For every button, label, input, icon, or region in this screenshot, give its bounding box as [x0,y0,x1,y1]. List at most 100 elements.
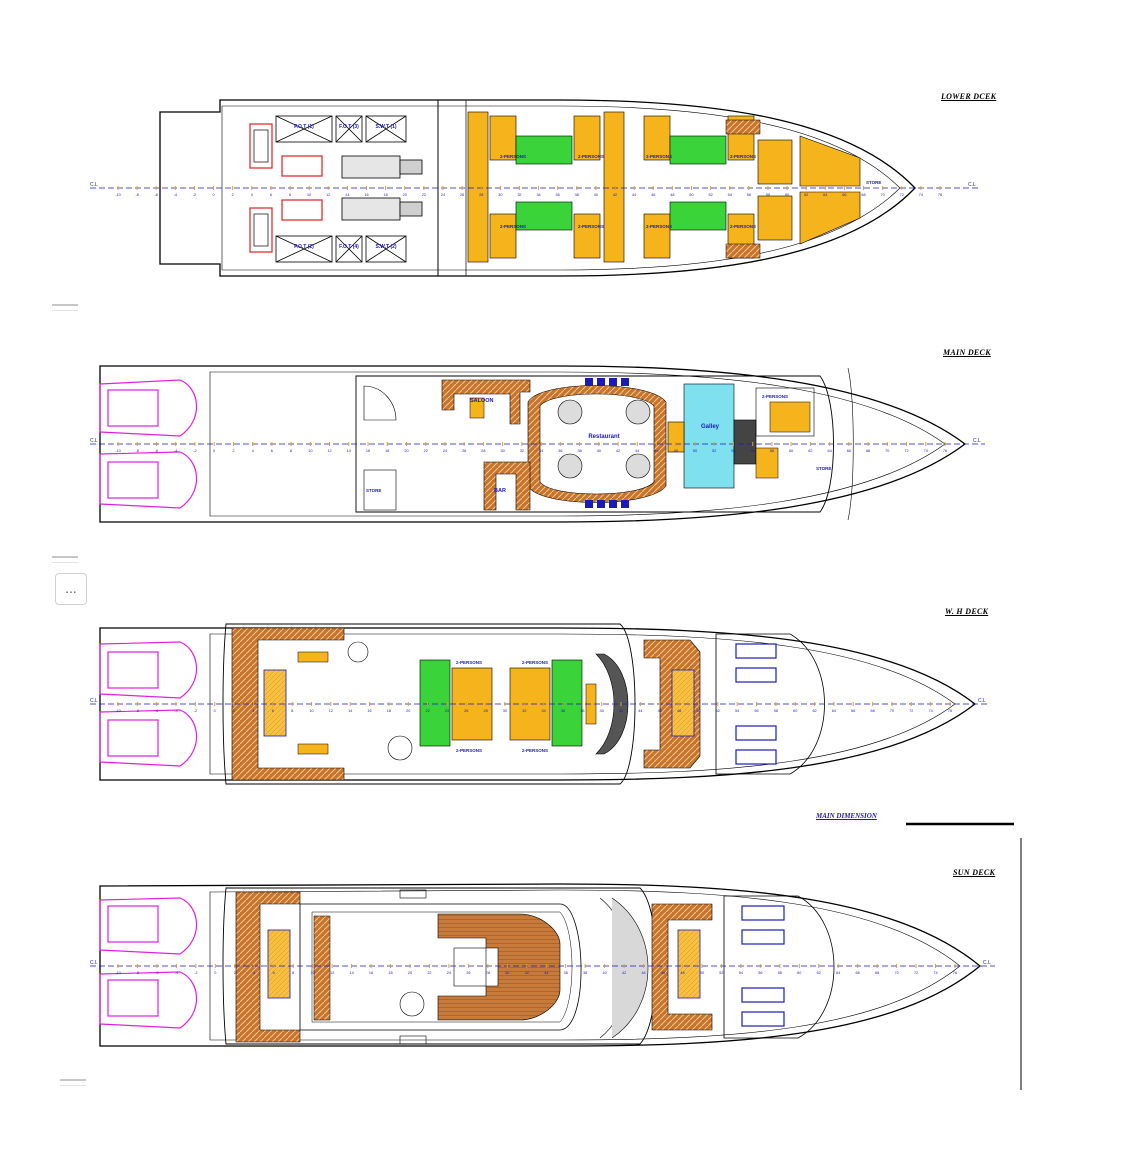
frame-number: 50 [693,449,697,453]
frame-number: 64 [827,449,831,453]
centerline-label: C.L [968,182,976,188]
frame-number: 12 [327,449,331,453]
main-engines [341,155,423,221]
frame-number: 14 [348,709,352,713]
frame-number: 44 [638,709,642,713]
frame-number: 22 [422,193,426,197]
tank-label: F.O.T (4) [339,244,359,250]
frame-number: 40 [600,709,604,713]
store-label: STORE [366,488,381,493]
frame-number: 0 [214,709,216,713]
frame-number: 4 [252,449,254,453]
lower-deck-title: LOWER DCEK [941,92,997,101]
frame-number: 74 [924,449,928,453]
centerline-label: C.L [978,698,986,704]
frame-number: 60 [789,449,793,453]
engine-room [249,123,323,253]
frame-number: 28 [484,709,488,713]
frame-number: 38 [577,449,581,453]
frame-number: -10 [115,709,121,713]
frame-number: -6 [155,449,158,453]
frame-number: -10 [115,971,121,975]
tank-label: F.O.T (3) [339,124,359,130]
cabin-label: 2-PERSONS [646,154,672,159]
frame-number: 6 [270,193,272,197]
section-handle[interactable] [52,304,78,311]
main-dimension-title: MAIN DIMENSION [816,812,877,820]
frame-number: 32 [517,193,521,197]
frame-number: 16 [366,449,370,453]
sun-loungers [741,905,785,1027]
frame-number: 44 [641,971,645,975]
frame-number: 68 [870,709,874,713]
frame-number: 6 [271,449,273,453]
frame-number: 8 [289,193,291,197]
frame-number: -4 [174,709,177,713]
sun-deck-hull [99,883,982,1047]
tank-label: S.W.T (2) [375,244,396,250]
store-label: STORE [816,466,831,471]
frame-number: 48 [674,449,678,453]
frame-number: 12 [326,193,330,197]
frame-number: 2 [232,193,234,197]
tender-boats [99,379,198,1029]
frame-number: 60 [793,709,797,713]
frame-number: -4 [174,449,177,453]
frame-number: 56 [751,449,755,453]
frame-number: -6 [155,971,158,975]
frame-number: 58 [778,971,782,975]
frame-number: 4 [252,709,254,713]
centerline-label: C.L [90,438,98,444]
cabin-label: 2-PERSONS [578,224,604,229]
tank-group [275,115,407,263]
frame-number: 2 [232,449,234,453]
frame-number: 28 [479,193,483,197]
frame-number: -4 [175,971,178,975]
frame-number: 34 [536,193,540,197]
frame-number: 50 [700,971,704,975]
cabin-label: 2-PERSONS [500,224,526,229]
centerline-label: C.L [983,960,991,966]
frame-number: 24 [445,709,449,713]
frame-number: 30 [501,449,505,453]
frame-number: 76 [943,449,947,453]
frame-number: 60 [785,193,789,197]
frame-number: 44 [635,449,639,453]
cabin-label: 2-PERSONS [500,154,526,159]
frame-number: 16 [369,971,373,975]
cabin-label: 2-PERSONS [762,394,788,399]
frame-number: 56 [758,971,762,975]
frame-number: 34 [539,449,543,453]
saloon-label: SALOON [470,398,494,404]
more-options-button[interactable]: ... [55,573,87,605]
frame-number: 52 [719,971,723,975]
frame-number: 4 [253,971,255,975]
frame-number: -2 [194,971,197,975]
frame-number: 10 [308,449,312,453]
main-deck-title: MAIN DECK [943,348,991,357]
frame-number: -8 [135,193,138,197]
section-handle[interactable] [52,556,78,563]
centerline-label: C.L [90,182,98,188]
wh-deck: 2-PERSONS 2-PERSONS 2-PERSONS 2-PERSONS [99,623,977,785]
frame-number: 76 [938,193,942,197]
frame-number: 14 [349,971,353,975]
frame-number: 46 [651,193,655,197]
frame-number: 26 [464,709,468,713]
frame-number: 70 [885,449,889,453]
frame-number: 8 [290,449,292,453]
frame-number: 68 [866,449,870,453]
frame-number: 62 [804,193,808,197]
frame-number: 30 [498,193,502,197]
section-handle[interactable] [60,1079,86,1086]
frame-number: 20 [403,193,407,197]
wh-deck-title: W. H DECK [945,607,989,616]
frame-number: 48 [677,709,681,713]
tank-label: F.O.T (2) [294,244,314,250]
lower-cabins [467,111,861,263]
frame-number: 74 [929,709,933,713]
frame-number: 70 [881,193,885,197]
frame-number: 40 [597,449,601,453]
frame-number: -2 [193,193,196,197]
